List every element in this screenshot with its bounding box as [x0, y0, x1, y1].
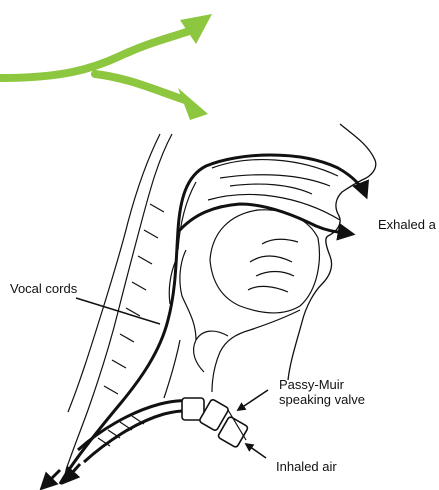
speaking-valve-device	[182, 398, 249, 448]
label-vocal-cords: Vocal cords	[10, 281, 77, 296]
label-exhaled-air: Exhaled a	[378, 217, 436, 232]
pharynx	[164, 250, 196, 398]
split-arrow-head-lower	[178, 88, 208, 120]
label-speaking-valve-line1: Passy-Muir	[279, 377, 365, 392]
valve-arrow	[238, 390, 268, 410]
split-arrow-icon	[0, 30, 192, 100]
label-inhaled-air: Inhaled air	[276, 459, 337, 474]
inhaled-arrow	[246, 444, 266, 458]
vocal-cords-leader	[76, 298, 160, 324]
label-speaking-valve: Passy-Muir speaking valve	[279, 377, 365, 407]
label-speaking-valve-line2: speaking valve	[279, 392, 365, 407]
tongue	[210, 210, 319, 313]
airflow-path	[60, 155, 366, 484]
face-profile	[288, 124, 376, 380]
